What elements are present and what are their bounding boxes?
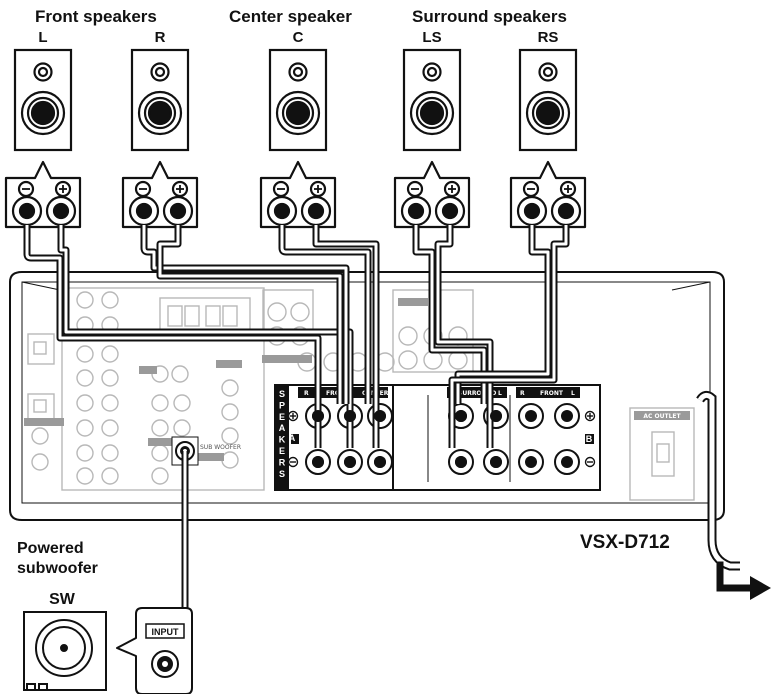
- speakers-vertical-letter: E: [279, 446, 285, 456]
- model-name: VSX-D712: [580, 532, 670, 553]
- speakers-vertical-letter: S: [279, 389, 285, 399]
- bank-a-label: A: [289, 433, 296, 443]
- speaker-r-label: R: [155, 29, 166, 46]
- speaker-r-icon: [130, 48, 190, 152]
- ac-outlet-label: AC OUTLET: [643, 413, 681, 420]
- power-arrow-icon: [716, 561, 771, 600]
- speakers-vertical-letter: S: [279, 469, 285, 479]
- sub-out-label: SUB WOOFER: [200, 444, 241, 451]
- speaker-l-label: L: [38, 29, 47, 46]
- speaker-ls-label: LS: [422, 29, 441, 46]
- terminal-a-r-label: R: [304, 390, 309, 397]
- receiver-terminal-caps: [312, 410, 502, 468]
- front-speakers-label: Front speakers: [35, 7, 157, 26]
- terminal-b-r2-label: R: [520, 390, 525, 397]
- speaker-l-icon: [13, 48, 73, 152]
- terminal-callout-rs: [509, 160, 587, 229]
- terminal-b-l2-label: L: [571, 390, 575, 397]
- terminal-callout-r: [121, 160, 199, 229]
- subwoofer-title-line2: subwoofer: [17, 560, 98, 577]
- speaker-ls-icon: [402, 48, 462, 152]
- speaker-cables: [23, 225, 570, 448]
- terminal-callout-l: [4, 160, 82, 229]
- speakers-vertical-letter: A: [279, 423, 286, 433]
- speaker-rs-icon: [518, 48, 578, 152]
- speaker-rs-label: RS: [538, 29, 559, 46]
- surround-speakers-label: Surround speakers: [412, 7, 567, 26]
- terminal-b-surround-label: SURROUND: [458, 390, 496, 397]
- speaker-c-label: C: [293, 29, 304, 46]
- center-speaker-label: Center speaker: [229, 7, 352, 26]
- rear-panel-connectors: [27, 287, 695, 501]
- subwoofer-out-jack: [171, 436, 199, 466]
- terminal-b-l-label: L: [498, 390, 502, 397]
- speakers-vertical-letter: E: [279, 412, 285, 422]
- terminal-b-front-label: FRONT: [540, 390, 564, 397]
- speaker-c-icon: [268, 48, 328, 152]
- polarity-marks: [22, 185, 572, 193]
- input-label: INPUT: [152, 627, 180, 637]
- terminal-callout-c: [259, 160, 337, 229]
- subwoofer-title-line1: Powered: [17, 540, 84, 557]
- speakers-vertical-letter: K: [279, 435, 286, 445]
- speakers-vertical-letter: P: [279, 400, 285, 410]
- subwoofer-input-callout: [116, 607, 193, 694]
- speakers-vertical-letter: R: [279, 457, 286, 467]
- terminal-callout-ls: [393, 160, 471, 229]
- bank-b-label: B: [586, 434, 593, 444]
- subwoofer-icon: [23, 611, 107, 691]
- rear-panel-tiny-labels: AC OUTLET: [24, 298, 690, 461]
- subwoofer-label: SW: [49, 591, 76, 608]
